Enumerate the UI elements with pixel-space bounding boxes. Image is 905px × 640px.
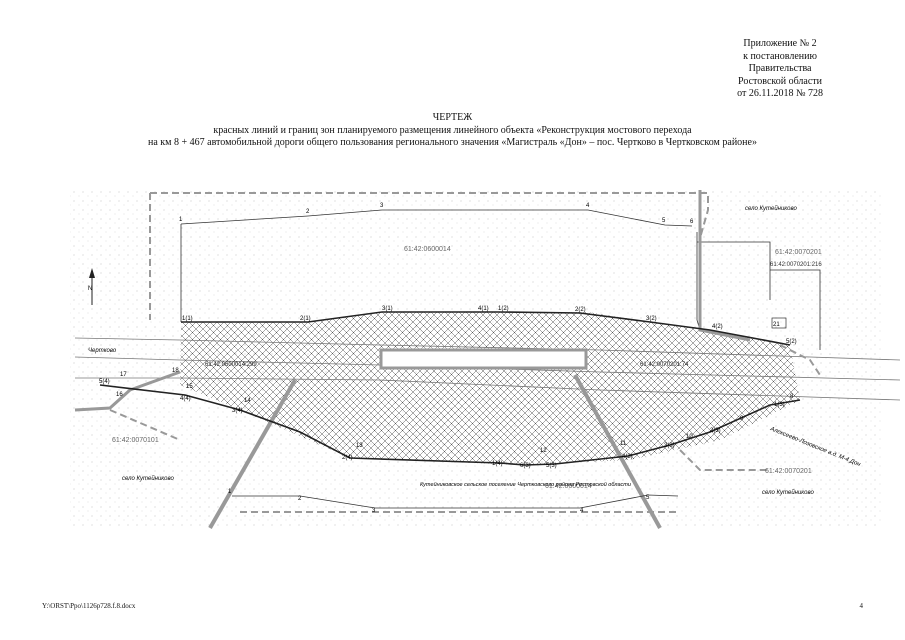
planned-zone [180, 312, 800, 465]
red-line-south [99, 384, 801, 466]
point-label: 14 [244, 398, 251, 404]
point-label: 2(1) [300, 316, 311, 322]
zone-boundary-west-road [74, 370, 181, 412]
label-cadastre-sw: 61:42:0070101 [112, 437, 159, 444]
title-line-2: на км 8 + 467 автомобильной дороги общег… [148, 137, 757, 148]
bridge-structure [379, 348, 588, 370]
label-cadastre-center-west: 61:42:0600014:299 [205, 362, 257, 368]
zone-boundary-east-dash [779, 344, 821, 376]
appendix-line-1: Приложение № 2 [743, 38, 817, 49]
point-label: 5(2) [786, 339, 797, 345]
label-village-ne: село Кутейниково [745, 205, 797, 212]
label-cadastre-north: 61:42:0600014 [404, 246, 451, 253]
point-label: 1 [228, 489, 232, 495]
north-arrow-label: N [88, 286, 92, 292]
zone-boundary-se-diag [573, 374, 662, 529]
label-road-west: Чертково [88, 348, 117, 354]
point-label: 3(1) [382, 306, 393, 312]
point-label: 4(3) [622, 454, 633, 460]
road-south-edge [75, 377, 901, 401]
point-label: 4 [586, 203, 590, 209]
point-label: 5(3) [546, 463, 557, 469]
zone-boundary-sw-dash [109, 409, 181, 441]
upper-boundary-line [180, 209, 693, 227]
ne-parcel-edge-2 [770, 269, 821, 350]
points-south-bottom: 1 2 3 4 5 [228, 489, 650, 514]
point-label: 3(3) [664, 443, 675, 449]
point-label: 2 [306, 209, 310, 215]
zone-boundary-se-dash [679, 449, 770, 471]
appendix-block: Приложение № 2 к постановлению Правитель… [737, 38, 823, 101]
point-label: 17 [120, 372, 127, 378]
footer-page-number: 4 [859, 602, 864, 610]
zone-boundary-north [150, 192, 709, 239]
road-north-edge [74, 337, 901, 361]
point-label: 4(2) [712, 324, 723, 330]
point-label: 5 [646, 495, 650, 501]
label-cadastre-center-east: 61:42:0070201:74 [640, 362, 689, 368]
point-label: 16 [116, 392, 123, 398]
point-label: 1(1) [182, 316, 193, 322]
point-label: 3 [380, 203, 384, 209]
point-label: 4(4) [180, 396, 191, 402]
point-label: 4(1) [478, 306, 489, 312]
point-label: 1(4) [492, 461, 503, 467]
point-label: 15 [186, 384, 193, 390]
lower-boundary-line [232, 494, 679, 509]
zone-boundary-east-vertical [698, 190, 751, 342]
point-label: 1(3) [774, 402, 785, 408]
point-label: 1 [179, 217, 183, 223]
point-label: 5(4) [99, 379, 110, 385]
point-label: 1(2) [498, 306, 509, 312]
point-label: 8 [790, 394, 794, 400]
north-arrow-icon [89, 268, 95, 305]
points-misc: 21 17 18 16 15 14 13 12 11 10 9 8 [116, 322, 794, 454]
point-label: 21 [773, 322, 780, 328]
label-settlement: Кутейниковское сельское поселение Чертко… [420, 481, 631, 488]
title-line-1: красных линий и границ зон планируемого … [213, 124, 692, 136]
title-heading: ЧЕРТЕЖ [432, 112, 473, 123]
point-label: 2(4) [342, 455, 353, 461]
label-cadastre-south: 61:42:0600014 [545, 483, 592, 490]
points-red-north: 1(1) 2(1) 3(1) 4(1) 1(2) 2(2) 3(2) 4(2) … [182, 306, 797, 345]
appendix-line-2: к постановлению [743, 50, 817, 62]
red-line-north [181, 311, 791, 346]
appendix-line-3: Правительства [748, 63, 812, 74]
appendix-line-4: Ростовской области [738, 75, 823, 87]
appendix-line-5: от 26.11.2018 № 728 [737, 88, 823, 99]
point-label: 2(2) [575, 307, 586, 313]
ne-parcel-edge [697, 241, 771, 300]
label-cadastre-ne-block: 61:42:0070201 [775, 249, 822, 256]
zone-boundary-sw-diag [208, 379, 297, 529]
point-label: 3(4) [232, 408, 243, 414]
point-label: 6 [690, 219, 694, 225]
label-village-se: село Кутейниково [762, 489, 814, 496]
point-label: 12 [540, 448, 547, 454]
point-label: 5 [662, 218, 666, 224]
point-label: 4 [580, 508, 584, 514]
points-north-top: 1 2 3 4 5 6 [179, 203, 694, 225]
points-red-south: 5(4) 4(4) 3(4) 2(4) 1(4) 6(3) 5(3) 4(3) … [99, 379, 785, 469]
point-label: 2(3) [710, 428, 721, 434]
point-label: 2 [298, 496, 302, 502]
point-label: 9 [740, 416, 744, 422]
point-label: 3(2) [646, 316, 657, 322]
point-label: 3 [372, 508, 376, 514]
point-label: 11 [620, 441, 627, 447]
label-cadastre-se: 61:42:0070201 [765, 468, 812, 475]
document-title: ЧЕРТЕЖ красных линий и границ зон планир… [0, 112, 905, 150]
label-cadastre-ne-parcel: 61:42:0070201:216 [770, 262, 822, 268]
footer-file-path: Y:\ORST\Ppo\1126p728.f.8.docx [42, 602, 136, 610]
point-label: 13 [356, 443, 363, 449]
point-label: 18 [172, 368, 179, 374]
building-21 [771, 317, 787, 329]
point-label: 10 [686, 434, 693, 440]
label-village-sw: село Кутейниково [122, 475, 174, 482]
point-label: 6(3) [520, 463, 531, 469]
